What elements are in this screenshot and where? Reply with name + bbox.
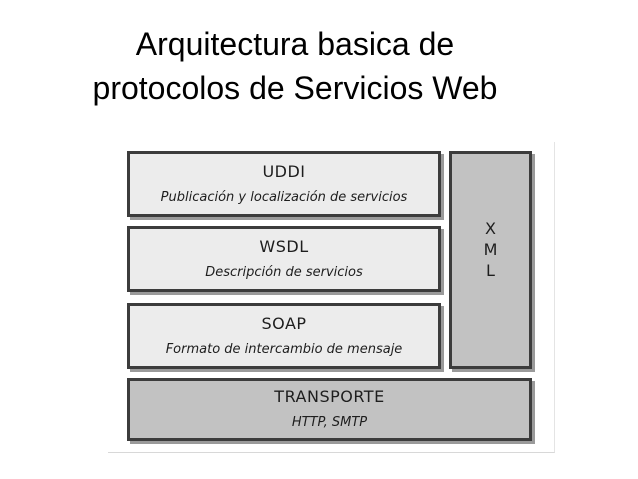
layer-soap: SOAP Formato de intercambio de mensaje [127,303,441,369]
layer-soap-description: Formato de intercambio de mensaje [165,342,403,357]
layer-wsdl: WSDL Descripción de servicios [127,226,441,292]
xml-letter: L [486,261,495,280]
column-xml: X M L [449,151,532,369]
layer-soap-name: SOAP [261,314,307,333]
slide-title: Arquitectura basica de protocolos de Ser… [92,26,498,106]
architecture-diagram: UDDI Publicación y localización de servi… [108,142,555,453]
xml-letter: M [483,240,498,259]
layer-transporte-description: HTTP, SMTP [291,415,368,430]
layer-uddi-description: Publicación y localización de servicios [160,190,408,205]
layer-transporte-name: TRANSPORTE [274,387,385,406]
layer-transporte: TRANSPORTE HTTP, SMTP [127,378,532,441]
layer-uddi-name: UDDI [262,162,306,181]
layer-wsdl-description: Descripción de servicios [205,265,363,280]
layer-wsdl-name: WSDL [259,237,309,256]
xml-letter: X [485,219,496,238]
layer-uddi: UDDI Publicación y localización de servi… [127,151,441,217]
